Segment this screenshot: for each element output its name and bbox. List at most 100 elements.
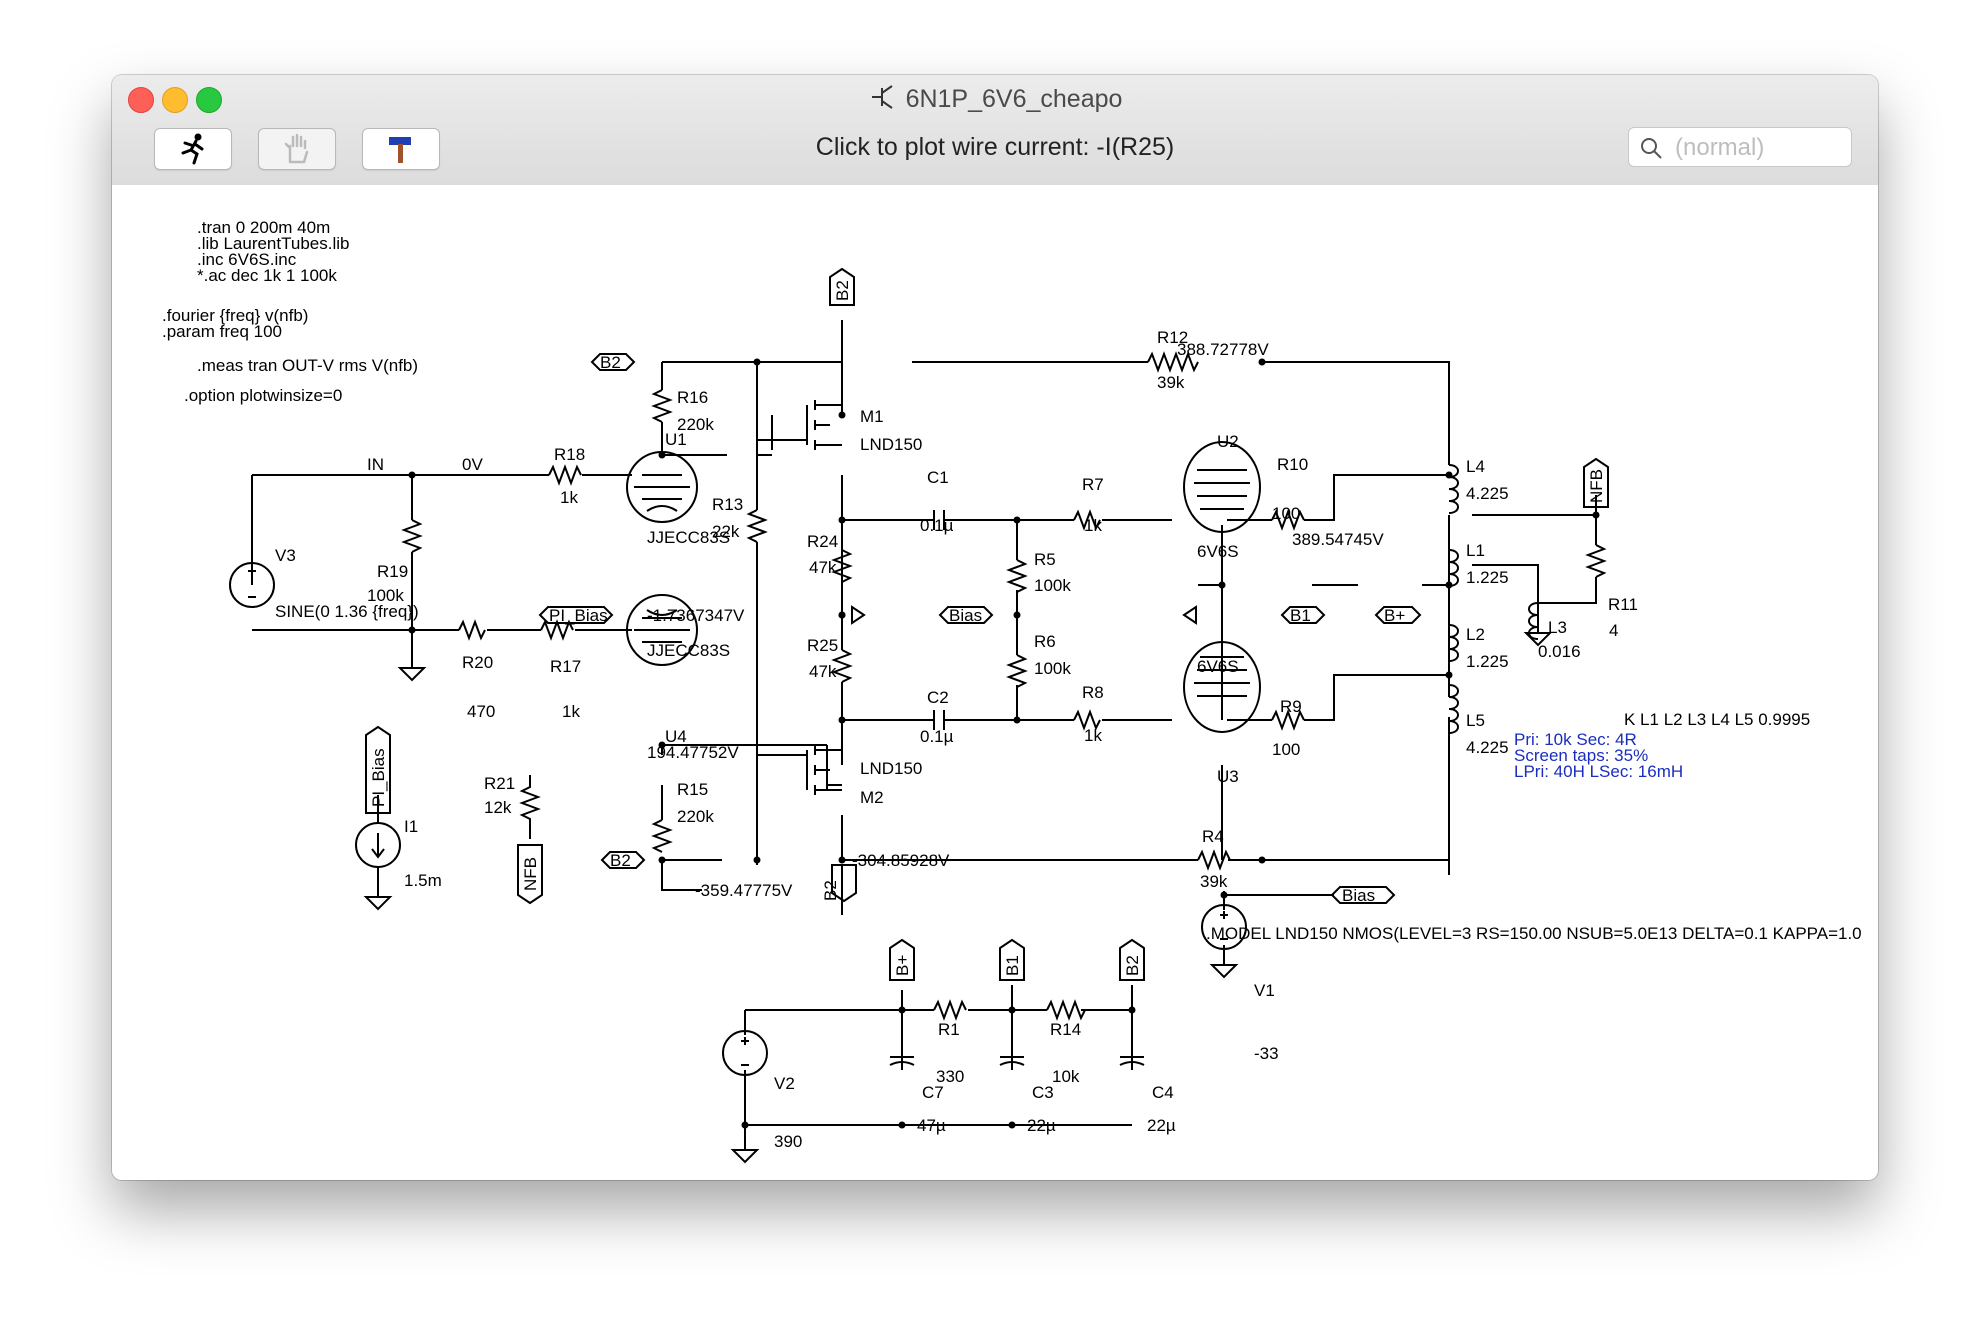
- search-input[interactable]: [1673, 132, 1847, 164]
- comment-lpri: LPri: 40H LSec: 16mH: [1514, 762, 1683, 781]
- v1-symbol[interactable]: [1201, 904, 1247, 950]
- zoom-button[interactable]: [196, 87, 222, 113]
- halt-button[interactable]: [258, 128, 336, 170]
- voltage-m2-source: -304.85928V: [852, 851, 950, 870]
- c7-symbol[interactable]: [889, 1056, 915, 1066]
- r4-symbol[interactable]: [1197, 849, 1231, 871]
- r5-symbol[interactable]: [1006, 559, 1028, 593]
- r20-symbol[interactable]: [458, 619, 486, 641]
- r15-value: 220k: [677, 807, 714, 826]
- l4-symbol[interactable]: [1448, 464, 1459, 514]
- u3-model: 6V6S: [1197, 657, 1239, 676]
- r7-ref: R7: [1082, 475, 1104, 494]
- v3-value: SINE(0 1.36 {freq}): [275, 602, 419, 621]
- window-title: 6N1P_6V6_cheapo: [905, 85, 1123, 113]
- r14-ref: R14: [1050, 1020, 1081, 1039]
- r16-symbol[interactable]: [651, 389, 673, 423]
- l2-symbol[interactable]: [1448, 624, 1459, 662]
- r19-value: 100k: [367, 586, 404, 605]
- r10-ref: R10: [1277, 455, 1308, 474]
- c4-value: 22µ: [1147, 1116, 1176, 1135]
- r13-symbol[interactable]: [746, 509, 768, 543]
- r4-ref: R4: [1202, 827, 1224, 846]
- l5-value: 4.225: [1466, 738, 1509, 757]
- l1-symbol[interactable]: [1448, 549, 1459, 587]
- r14-symbol[interactable]: [1046, 999, 1086, 1021]
- r11-symbol[interactable]: [1585, 544, 1607, 578]
- r19-symbol[interactable]: [401, 519, 423, 553]
- l5-symbol[interactable]: [1448, 684, 1459, 734]
- r1-symbol[interactable]: [933, 999, 967, 1021]
- m1-symbol[interactable]: [757, 400, 842, 450]
- close-button[interactable]: [128, 87, 154, 113]
- c1-symbol[interactable]: [933, 510, 945, 530]
- minimize-button[interactable]: [162, 87, 188, 113]
- search-box[interactable]: [1628, 127, 1852, 167]
- c4-symbol[interactable]: [1119, 1056, 1145, 1066]
- ground-icon: [1182, 605, 1197, 625]
- net-pi-bias-i1: PI_Bias: [369, 748, 388, 807]
- m2-ref: M2: [860, 788, 884, 807]
- r9-symbol[interactable]: [1271, 709, 1305, 731]
- schematic-canvas[interactable]: .tran 0 200m 40m .lib LaurentTubes.lib .…: [112, 185, 1878, 1180]
- r12-symbol[interactable]: [1147, 351, 1199, 373]
- r11-ref: R11: [1608, 595, 1638, 614]
- c1-value: 0.1µ: [920, 516, 954, 535]
- r25-value: 47k: [809, 662, 837, 681]
- net-b2-left: B2: [600, 353, 621, 372]
- ground-icon: [397, 667, 427, 682]
- r1-value: 330: [936, 1067, 964, 1086]
- r20-ref: R20: [462, 653, 493, 672]
- hammer-icon: [389, 137, 411, 163]
- u3-symbol[interactable]: [1183, 641, 1261, 733]
- voltage-pi-bias: -1.7367347V: [647, 606, 745, 625]
- u1-symbol[interactable]: [626, 451, 698, 523]
- r24-symbol[interactable]: [831, 525, 853, 583]
- r18-symbol[interactable]: [548, 464, 582, 486]
- m2-symbol[interactable]: [757, 745, 842, 795]
- r15-ref: R15: [677, 780, 708, 799]
- c3-symbol[interactable]: [999, 1056, 1025, 1066]
- voltage-in-node: 0V: [462, 455, 483, 474]
- v1-value: -33: [1254, 1044, 1279, 1063]
- r6-symbol[interactable]: [1006, 654, 1028, 688]
- v2-symbol[interactable]: [722, 1030, 768, 1076]
- c2-symbol[interactable]: [933, 710, 945, 730]
- directive-lib: .lib LaurentTubes.lib: [197, 234, 349, 253]
- r16-value: 220k: [677, 415, 714, 434]
- net-bplus-ps: B+: [893, 955, 912, 976]
- r10-symbol[interactable]: [1271, 509, 1305, 531]
- r8-ref: R8: [1082, 683, 1104, 702]
- net-b2-bottom: B2: [821, 880, 840, 901]
- r21-symbol[interactable]: [519, 775, 541, 839]
- r15-symbol[interactable]: [651, 819, 673, 853]
- run-button[interactable]: [154, 128, 232, 170]
- hammer-button[interactable]: [362, 128, 440, 170]
- u2-symbol[interactable]: [1183, 441, 1261, 533]
- r8-symbol[interactable]: [1073, 709, 1101, 731]
- running-man-icon: [181, 133, 204, 165]
- net-b1: B1: [1290, 606, 1311, 625]
- u2-ref: U2: [1217, 432, 1239, 451]
- net-pi-bias: PI_Bias: [549, 606, 608, 625]
- r25-symbol[interactable]: [831, 649, 853, 683]
- r5-ref: R5: [1034, 550, 1056, 569]
- ltspice-window: 6N1P_6V6_cheapo Click to plot wire curre…: [112, 75, 1878, 1180]
- l1-value: 1.225: [1466, 568, 1509, 587]
- c3-ref: C3: [1032, 1083, 1054, 1102]
- ground-icon: [363, 896, 393, 911]
- r18-value: 1k: [560, 488, 578, 507]
- l3-value: 0.016: [1538, 642, 1581, 661]
- i1-ref: I1: [404, 817, 418, 836]
- r7-symbol[interactable]: [1073, 509, 1101, 531]
- directive-param: .param freq 100: [162, 322, 282, 341]
- directive-fourier: .fourier {freq} v(nfb): [162, 306, 308, 325]
- l4-value: 4.225: [1466, 484, 1509, 503]
- r9-value: 100: [1272, 740, 1300, 759]
- u4-symbol[interactable]: [626, 594, 698, 666]
- directive-meas: .meas tran OUT-V rms V(nfb): [197, 356, 418, 375]
- r19-ref: R19: [377, 562, 408, 581]
- c1-ref: C1: [927, 468, 949, 487]
- v3-symbol[interactable]: [229, 562, 275, 608]
- v3-ref: V3: [275, 546, 296, 565]
